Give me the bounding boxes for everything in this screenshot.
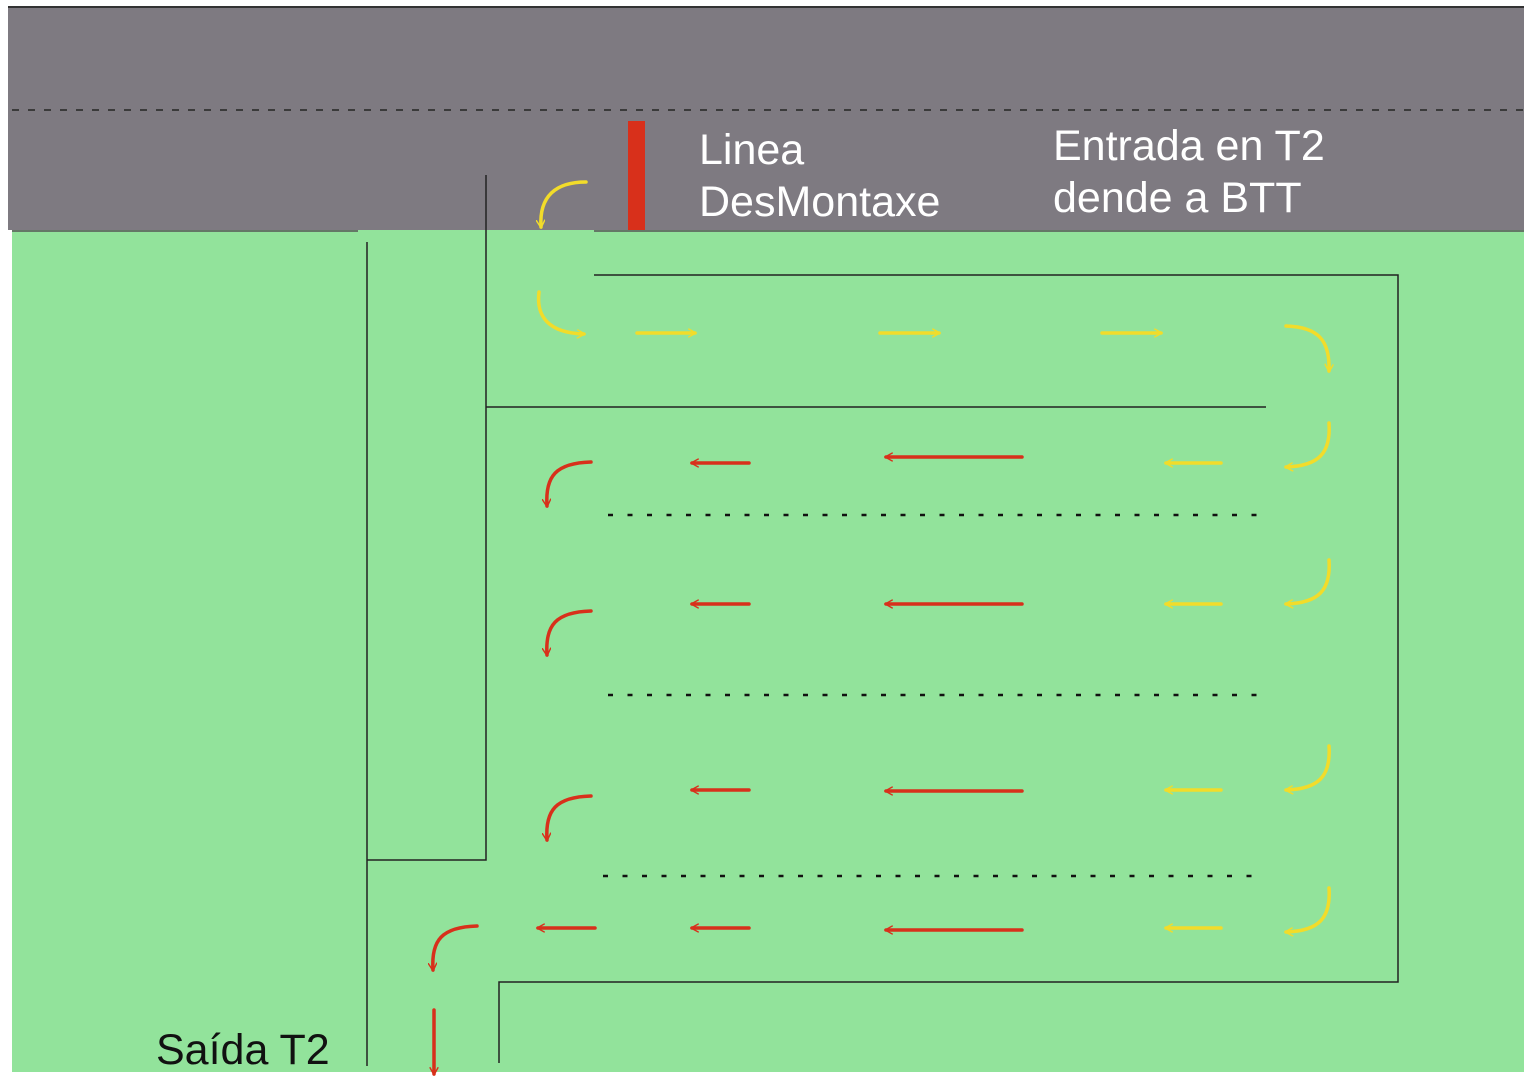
arrow-yellow-curve-left	[1286, 886, 1331, 932]
wall-outer-loop	[498, 274, 1399, 1063]
arrow-red-curve-down	[433, 924, 479, 970]
arrow-yellow-curve-left	[1286, 558, 1331, 604]
corridor-walls	[366, 175, 1399, 1066]
arrow-yellow-turn-down	[1284, 324, 1329, 371]
wall-entry-corridor	[367, 175, 487, 861]
grass-area	[12, 230, 1524, 1072]
arrow-red-curve-down	[547, 460, 593, 506]
label-entrada-line2: dende a BTT	[1053, 174, 1302, 222]
route-arrows	[433, 180, 1331, 1074]
arrow-yellow-entry-curve	[541, 180, 588, 227]
dismount-line-marker	[628, 121, 645, 230]
label-saida: Saída T2	[156, 1026, 330, 1074]
label-desmontaxe-line1: Linea	[699, 126, 805, 174]
road-area	[8, 8, 1524, 230]
arrow-red-curve-down	[547, 609, 593, 655]
arrow-yellow-turn-right	[536, 290, 584, 334]
arrow-red-curve-down	[547, 794, 593, 840]
arrow-yellow-curve-left	[1286, 744, 1331, 790]
label-desmontaxe-line2: DesMontaxe	[699, 178, 941, 226]
arrow-yellow-curve-left	[1286, 421, 1331, 467]
label-entrada-line1: Entrada en T2	[1053, 122, 1325, 170]
